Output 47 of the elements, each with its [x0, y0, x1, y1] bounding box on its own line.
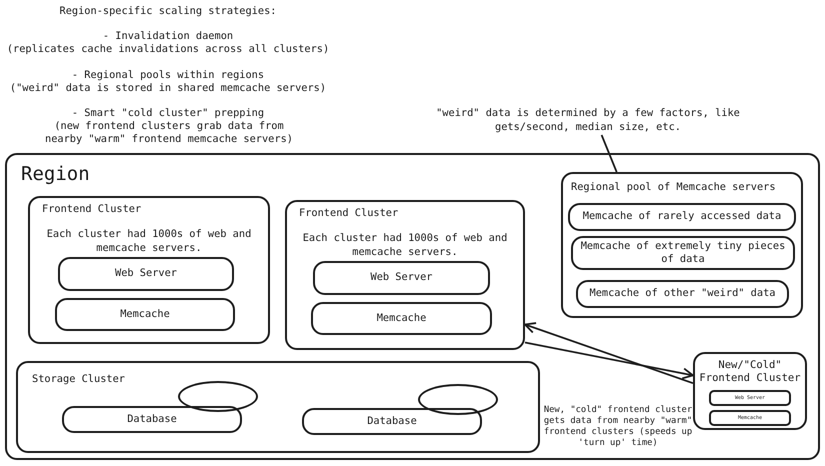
cache-box — [576, 280, 789, 308]
server-box — [709, 390, 791, 406]
note-text: ("weird" data is stored in shared memcache servers) — [8, 82, 328, 94]
box-label: Memcache of rarely accessed data — [582, 210, 782, 224]
database-box — [302, 408, 482, 435]
storage-title: Storage Cluster — [32, 373, 125, 386]
cluster-description: Each cluster had 1000s of web and memcache servers. — [302, 232, 508, 260]
storage-container — [16, 361, 540, 453]
note-text: "weird" data is determined by a few factors, like gets/second, median size, etc. — [418, 107, 758, 135]
pool-container — [561, 172, 803, 318]
leader-line — [600, 134, 618, 172]
note-text: - Invalidation daemon — [102, 30, 234, 42]
cache-box — [709, 410, 791, 426]
cluster-title: New/"Cold" Frontend Cluster — [698, 359, 802, 386]
server-box — [58, 257, 234, 291]
annotation-text: New, "cold" frontend cluster gets data from nearby "warm" frontend clusters (speeds up 'turn up' time) — [542, 405, 694, 449]
cluster-container — [28, 196, 270, 344]
note-text: - Smart "cold cluster" prepping — [70, 107, 266, 119]
region-title: Region — [21, 162, 90, 187]
ellipse — [178, 381, 258, 412]
cluster-title: Frontend Cluster — [42, 203, 142, 216]
box-label: Memcache of extremely tiny pieces of data — [580, 240, 786, 266]
box-label: Web Server — [370, 271, 432, 285]
note-text: - Regional pools within regions — [70, 69, 266, 81]
note-text: (replicates cache invalidations across all clusters) — [6, 43, 330, 55]
cluster-description: Each cluster had 1000s of web and memcache servers. — [46, 228, 252, 256]
box-label: Web Server — [115, 267, 177, 281]
cache-box — [311, 302, 492, 335]
cluster-title: Frontend Cluster — [299, 207, 398, 220]
box-label: Memcache — [376, 312, 426, 326]
box-label: Database — [367, 414, 417, 428]
pool-title: Regional pool of Memcache servers — [571, 181, 776, 194]
server-box — [313, 261, 490, 295]
note-text: (new frontend clusters grab data from nearby "warm" frontend memcache servers) — [44, 120, 294, 146]
ellipse — [418, 384, 498, 415]
box-label: Database — [127, 412, 177, 426]
box-label: Memcache — [120, 308, 170, 322]
heading-text: Region-specific scaling strategies: — [58, 5, 278, 17]
database-box — [62, 406, 242, 433]
cache-box — [568, 203, 796, 231]
cache-box — [571, 236, 795, 270]
box-label: Memcache of other "weird" data — [590, 287, 776, 301]
cache-box — [55, 298, 235, 331]
arrow — [524, 342, 694, 380]
region-container — [5, 153, 820, 460]
cluster-container — [285, 200, 525, 350]
arrow — [524, 322, 694, 384]
